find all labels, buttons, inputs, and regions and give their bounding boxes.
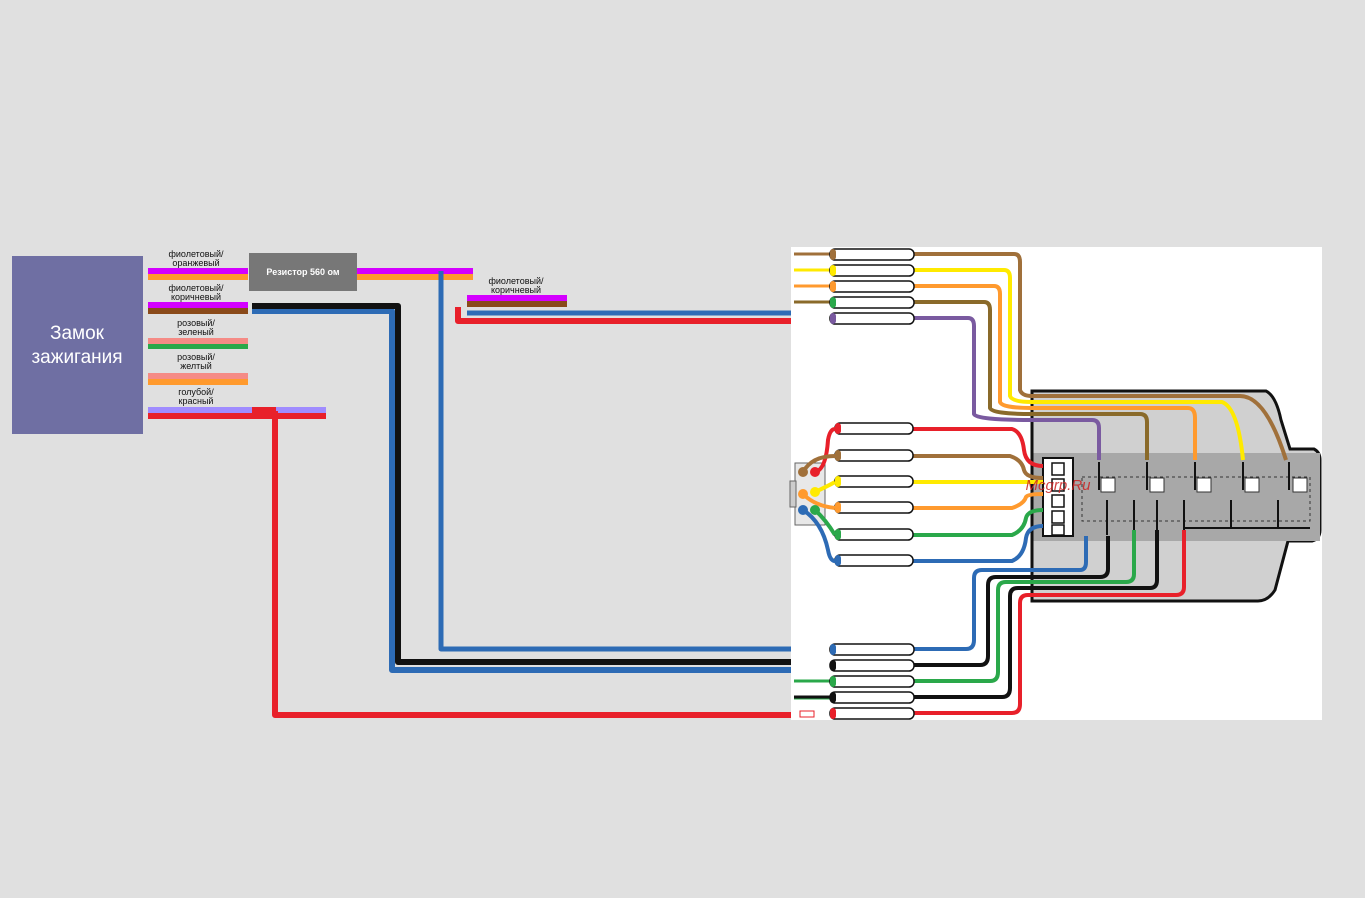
resistor-box xyxy=(249,253,357,291)
far-wire-violet xyxy=(467,295,567,301)
resistor-label: Резистор 560 ом xyxy=(266,267,339,277)
connector-wire-blue xyxy=(913,524,1044,563)
resistor: Резистор 560 ом xyxy=(249,253,357,291)
wire-black-lock xyxy=(252,303,791,665)
far-label-line2: коричневый xyxy=(491,285,541,295)
pin-dot-red xyxy=(810,467,820,477)
module-wire-green xyxy=(913,530,1136,683)
ignition-lock-title-line2: зажигания xyxy=(31,347,122,368)
wire-blue-resistor xyxy=(438,271,791,652)
plug-mid-6 xyxy=(834,554,914,567)
plug-top-1 xyxy=(794,248,915,261)
harness-wires xyxy=(252,271,791,718)
connector-plugs xyxy=(794,248,915,720)
wire-label-4-line1: розовый/ xyxy=(177,352,215,362)
wire-violet-brown-top xyxy=(148,302,248,308)
module-pin-5 xyxy=(1051,524,1065,536)
plug-top-4 xyxy=(794,296,915,309)
module-wire-black xyxy=(913,536,1110,667)
wire-violet-orange-top xyxy=(148,268,248,274)
pin-dot-blue xyxy=(798,505,808,515)
module-pin-1 xyxy=(1051,462,1065,476)
wire-label-1-line2: оранжевый xyxy=(172,258,219,268)
module-wire-red xyxy=(913,530,1186,715)
wire-red-lock xyxy=(272,411,791,718)
plug-mid-5 xyxy=(834,528,914,541)
connector-wire-orange xyxy=(913,492,1044,510)
module-pin-3 xyxy=(1051,494,1065,508)
wire-blue-lock xyxy=(252,308,791,673)
relay-contact-1 xyxy=(1100,477,1116,493)
side-connector xyxy=(789,427,837,563)
connector-wire-green xyxy=(913,508,1044,537)
connector-wire-red xyxy=(913,427,1044,468)
wire-pink-yellow-top xyxy=(148,373,248,379)
wire-red-far xyxy=(455,307,791,324)
wire-labels: фиолетовый/ оранжевый фиолетовый/ коричн… xyxy=(168,249,544,406)
module-wire-yellow xyxy=(913,268,1245,461)
wire-violet-brown-bottom xyxy=(148,308,248,314)
module-pin-2 xyxy=(1051,478,1065,492)
ignition-lock: Замок зажигания xyxy=(12,256,143,434)
far-label-line1: фиолетовый/ xyxy=(488,276,544,286)
relay-contact-4 xyxy=(1244,477,1260,493)
side-connector-tab xyxy=(789,480,797,508)
wire-violet-orange-bottom xyxy=(148,274,248,280)
wire-label-3-line2: зеленый xyxy=(178,327,213,337)
plug-bottom-5 xyxy=(799,707,915,720)
far-wire-brown xyxy=(467,301,567,307)
wire-label-1-line1: фиолетовый/ xyxy=(168,249,224,259)
pin-dot-brown xyxy=(798,467,808,477)
plug-bottom-3 xyxy=(794,675,915,688)
module-wires xyxy=(913,252,1288,715)
wire-label-5-line2: красный xyxy=(179,396,214,406)
plug-top-2 xyxy=(794,264,915,277)
plug-top-5 xyxy=(829,312,915,325)
module-wire-black-2 xyxy=(913,530,1159,699)
ignition-lock-box xyxy=(12,256,143,434)
plug-top-3 xyxy=(794,280,915,293)
pin-dot-yellow xyxy=(810,487,820,497)
wire-red-junction xyxy=(252,407,276,413)
wire-label-2-line1: фиолетовый/ xyxy=(168,283,224,293)
plug-mid-2 xyxy=(834,449,914,462)
wire-pink-green-top xyxy=(148,338,248,344)
relay-contact-5 xyxy=(1292,477,1308,493)
plug-mid-3 xyxy=(834,475,914,488)
pin-dot-green xyxy=(810,505,820,515)
resistor-out-violet xyxy=(357,268,473,274)
module-wire-violet xyxy=(913,316,1101,460)
plug-mid-1 xyxy=(834,422,914,435)
module xyxy=(1030,389,1322,603)
module-wire-olive xyxy=(913,300,1149,460)
resistor-out-orange xyxy=(357,274,473,280)
plug-bottom-2 xyxy=(829,659,915,672)
wire-label-3-line1: розовый/ xyxy=(177,318,215,328)
wire-label-4-line2: желтый xyxy=(180,361,212,371)
wire-blue-red-bottom xyxy=(148,413,326,419)
pin-dot-orange xyxy=(798,489,808,499)
relay-contact-2 xyxy=(1149,477,1165,493)
module-wire-blue xyxy=(913,536,1088,651)
plug-bottom-4 xyxy=(794,691,915,704)
module-wire-brown xyxy=(913,252,1288,461)
wire-pink-yellow-bottom xyxy=(148,379,248,385)
plug-mid-4 xyxy=(834,501,914,514)
module-strip xyxy=(1032,453,1320,541)
lock-wire-stubs xyxy=(148,268,326,419)
ignition-lock-title-line1: Замок xyxy=(50,323,105,344)
wire-label-5-line1: голубой/ xyxy=(178,387,214,397)
watermark: Mcgrp.Ru xyxy=(1025,477,1091,494)
module-pin-4 xyxy=(1051,510,1065,524)
wire-label-2-line2: коричневый xyxy=(171,292,221,302)
plug-bottom-1 xyxy=(829,643,915,656)
wire-blue-red-top xyxy=(148,407,326,413)
relay-contact-3 xyxy=(1196,477,1212,493)
module-wire-orange xyxy=(913,284,1197,460)
wire-pink-green-bottom xyxy=(148,344,248,349)
connector-wire-brown xyxy=(913,454,1044,480)
